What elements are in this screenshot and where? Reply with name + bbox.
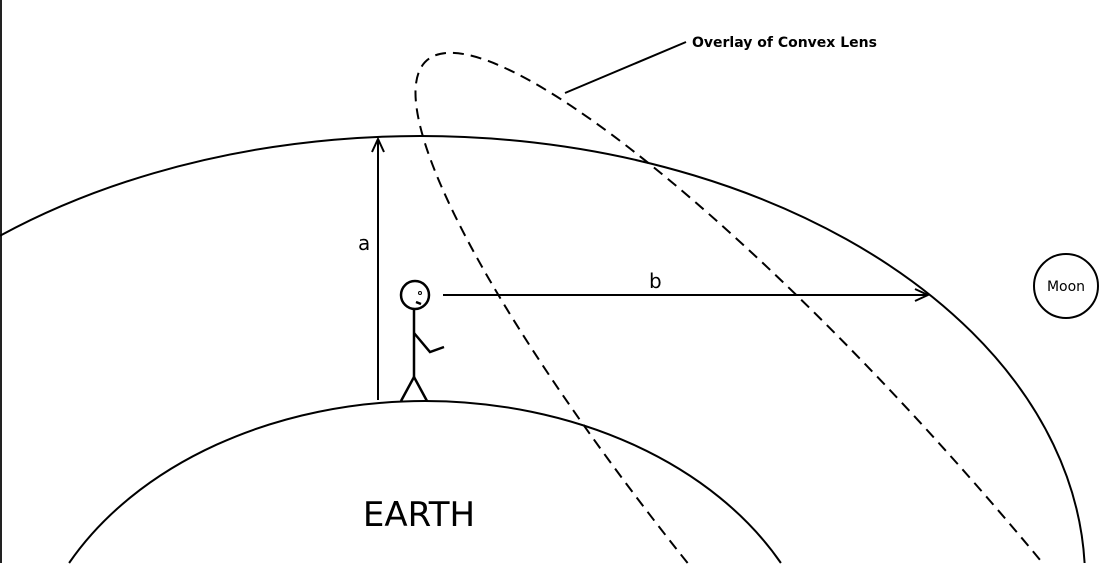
height-label-a: a <box>358 231 370 255</box>
moon: Moon <box>1033 253 1099 319</box>
atmosphere-outline <box>0 135 1086 564</box>
earth-outline <box>68 400 782 564</box>
stick-figure-icon <box>399 279 445 402</box>
lens-leader-line <box>564 41 687 94</box>
lens-overlay-label: Overlay of Convex Lens <box>692 35 877 51</box>
moon-label: Moon <box>1047 279 1085 295</box>
distance-label-b: b <box>649 269 662 293</box>
convex-lens-overlay <box>414 51 1044 564</box>
earth-label: EARTH <box>363 495 475 535</box>
